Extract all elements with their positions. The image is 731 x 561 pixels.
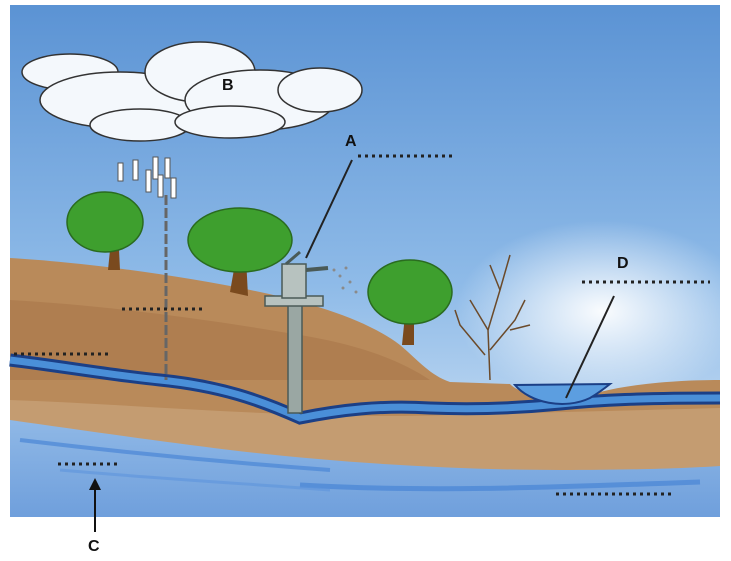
rain-icon: [117, 156, 177, 380]
label-a: A: [345, 133, 357, 150]
hand-pump-icon: [264, 250, 329, 414]
groundwater-streak-2: [299, 479, 701, 492]
tree-icon: [187, 207, 293, 296]
label-d: D: [617, 255, 629, 272]
groundwater-streak: [19, 438, 331, 472]
pond: [512, 382, 613, 405]
groundwater-streak-3: [59, 468, 331, 492]
cloud-icon: [21, 41, 363, 142]
tree-icon: [367, 259, 453, 345]
label-c: C: [88, 538, 100, 555]
soil-dark-layer: [10, 300, 430, 380]
arrow-c-head: [89, 478, 101, 490]
leader-line-a: [305, 159, 353, 259]
tree-icon: [66, 191, 144, 270]
deep-groundwater: [10, 420, 720, 517]
label-b: B: [222, 77, 234, 94]
water-spray: [332, 266, 358, 294]
dry-bush-icon: [454, 254, 531, 381]
leader-line-d: [565, 295, 615, 399]
